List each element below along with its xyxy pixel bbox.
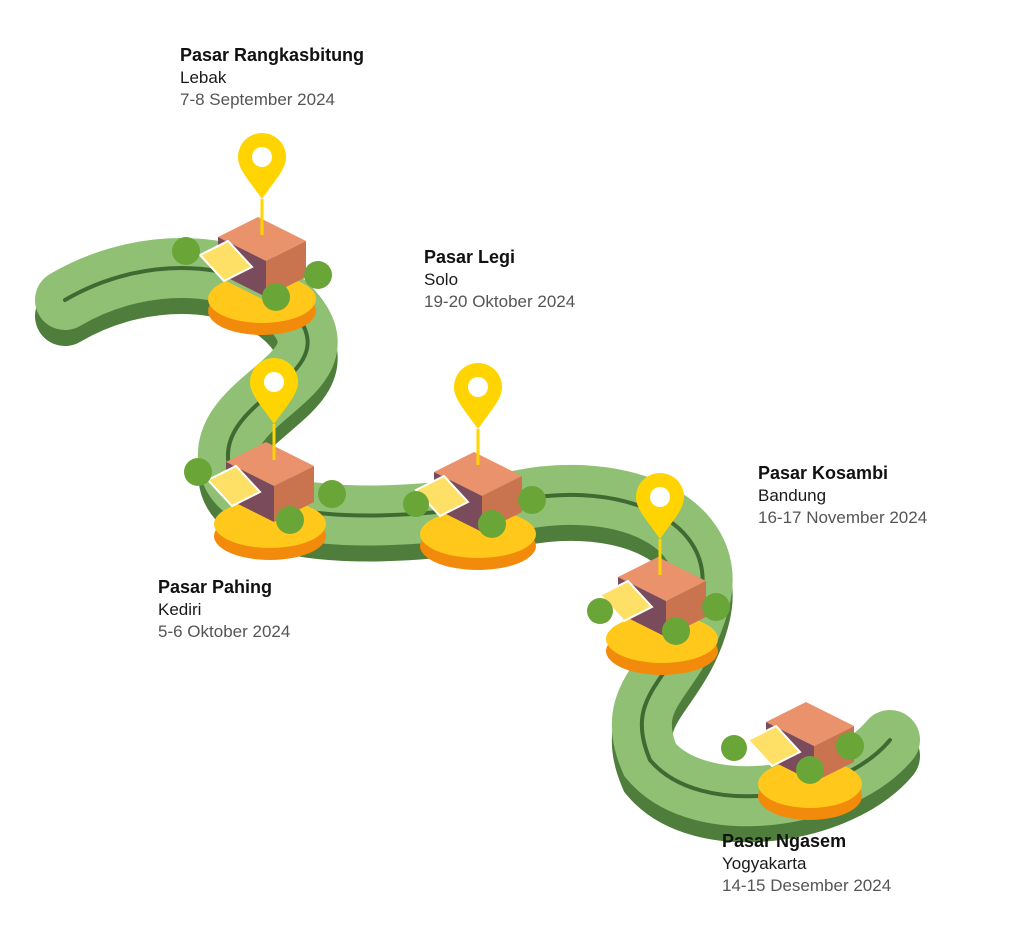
stop-date: 16-17 November 2024 [758, 508, 928, 528]
stop-pahing: Pasar Pahing Kediri 5-6 Oktober 2024 [158, 576, 290, 644]
location-pin-icon [238, 133, 286, 235]
tree-icon [304, 261, 332, 289]
location-pin-icon [250, 358, 298, 460]
stop-name: Pasar Rangkasbitung [180, 45, 365, 65]
tree-icon [184, 458, 212, 486]
stop-date: 7-8 September 2024 [180, 90, 335, 110]
market-rangkasbitung [172, 217, 332, 335]
market-ngasem [721, 702, 864, 820]
stop-legi: Pasar Legi Solo 19-20 Oktober 2024 [424, 246, 575, 314]
tree-icon [662, 617, 690, 645]
tree-icon [702, 593, 730, 621]
tree-icon [276, 506, 304, 534]
stop-date: 5-6 Oktober 2024 [158, 622, 291, 642]
stop-name: Pasar Kosambi [758, 463, 889, 483]
stop-date: 14-15 Desember 2024 [722, 876, 892, 896]
stop-date: 19-20 Oktober 2024 [424, 292, 576, 312]
stop-name: Pasar Legi [424, 247, 516, 267]
tree-icon [478, 510, 506, 538]
stop-rangkasbitung: Pasar Rangkasbitung Lebak 7-8 September … [180, 44, 364, 112]
location-pin-icon [636, 473, 684, 575]
tree-icon [721, 735, 747, 761]
tree-icon [262, 283, 290, 311]
stop-city: Solo [424, 270, 459, 290]
location-pin-icon [454, 363, 502, 465]
tree-icon [403, 491, 429, 517]
stop-ngasem: Pasar Ngasem Yogyakarta 14-15 Desember 2… [722, 830, 891, 898]
tree-icon [318, 480, 346, 508]
stop-name: Pasar Ngasem [722, 831, 847, 851]
tree-icon [836, 732, 864, 760]
stop-city: Yogyakarta [722, 854, 807, 874]
market-kosambi [587, 557, 730, 675]
tree-icon [172, 237, 200, 265]
market-pahing [184, 442, 346, 560]
stop-kosambi: Pasar Kosambi Bandung 16-17 November 202… [758, 462, 927, 530]
tree-icon [796, 756, 824, 784]
stop-city: Bandung [758, 486, 827, 506]
market-legi [403, 452, 546, 570]
tree-icon [587, 598, 613, 624]
stop-city: Kediri [158, 600, 202, 620]
tree-icon [518, 486, 546, 514]
stop-city: Lebak [180, 68, 227, 88]
stop-name: Pasar Pahing [158, 577, 273, 597]
